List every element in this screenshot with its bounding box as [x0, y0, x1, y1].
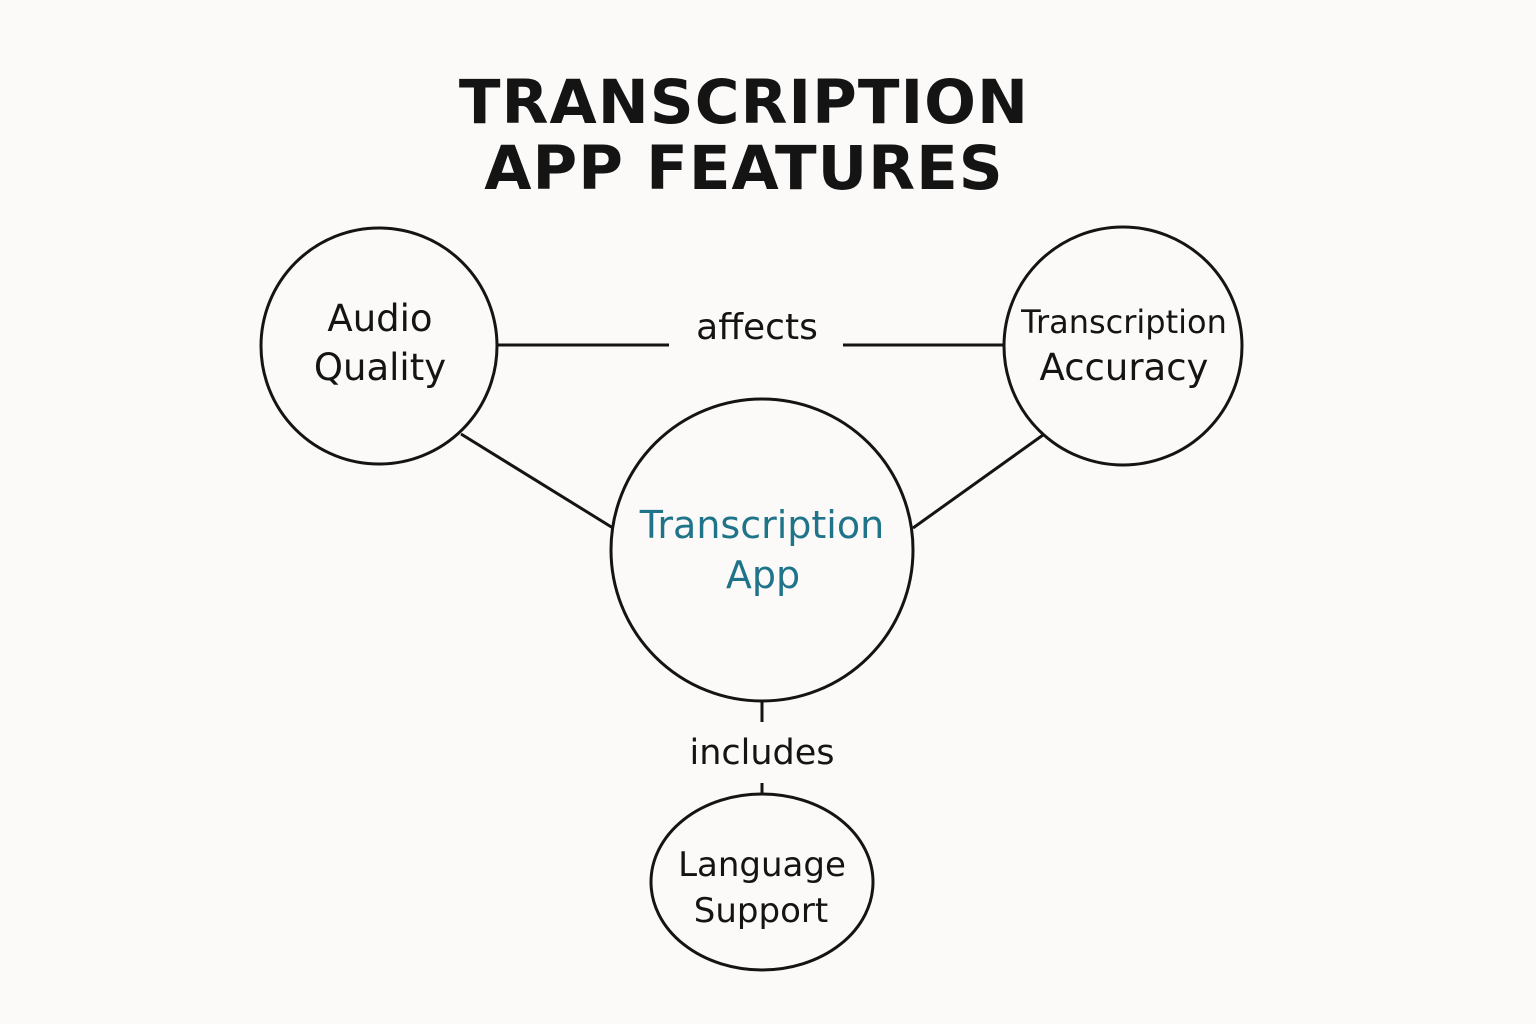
edge-label-includes: includes	[689, 733, 834, 773]
edge-label-affects: affects	[696, 307, 818, 348]
node-audio-quality-circle	[259, 226, 499, 466]
diagram-title-line-2: APP FEATURES	[484, 133, 1004, 204]
node-transcription-app-label-2: App	[726, 553, 800, 597]
node-language-support-circle	[649, 792, 875, 972]
node-transcription-app-label-1: Transcription	[639, 503, 884, 547]
diagram-title-line-1: TRANSCRIPTION	[458, 67, 1030, 138]
edge-accuracy-to-app	[912, 433, 1044, 530]
node-transcription-app-circle	[609, 397, 915, 703]
node-transcription-accuracy-label-1: Transcription	[1020, 303, 1227, 341]
edge-audio-to-app	[460, 432, 614, 530]
node-language-support-label-1: Language	[678, 845, 846, 885]
node-transcription-accuracy-circle	[1002, 225, 1244, 467]
node-transcription-accuracy-label-2: Accuracy	[1040, 346, 1209, 389]
node-audio-quality-label-1: Audio	[327, 297, 432, 340]
node-audio-quality-label-2: Quality	[314, 346, 446, 389]
node-language-support-label-2: Support	[694, 891, 828, 931]
